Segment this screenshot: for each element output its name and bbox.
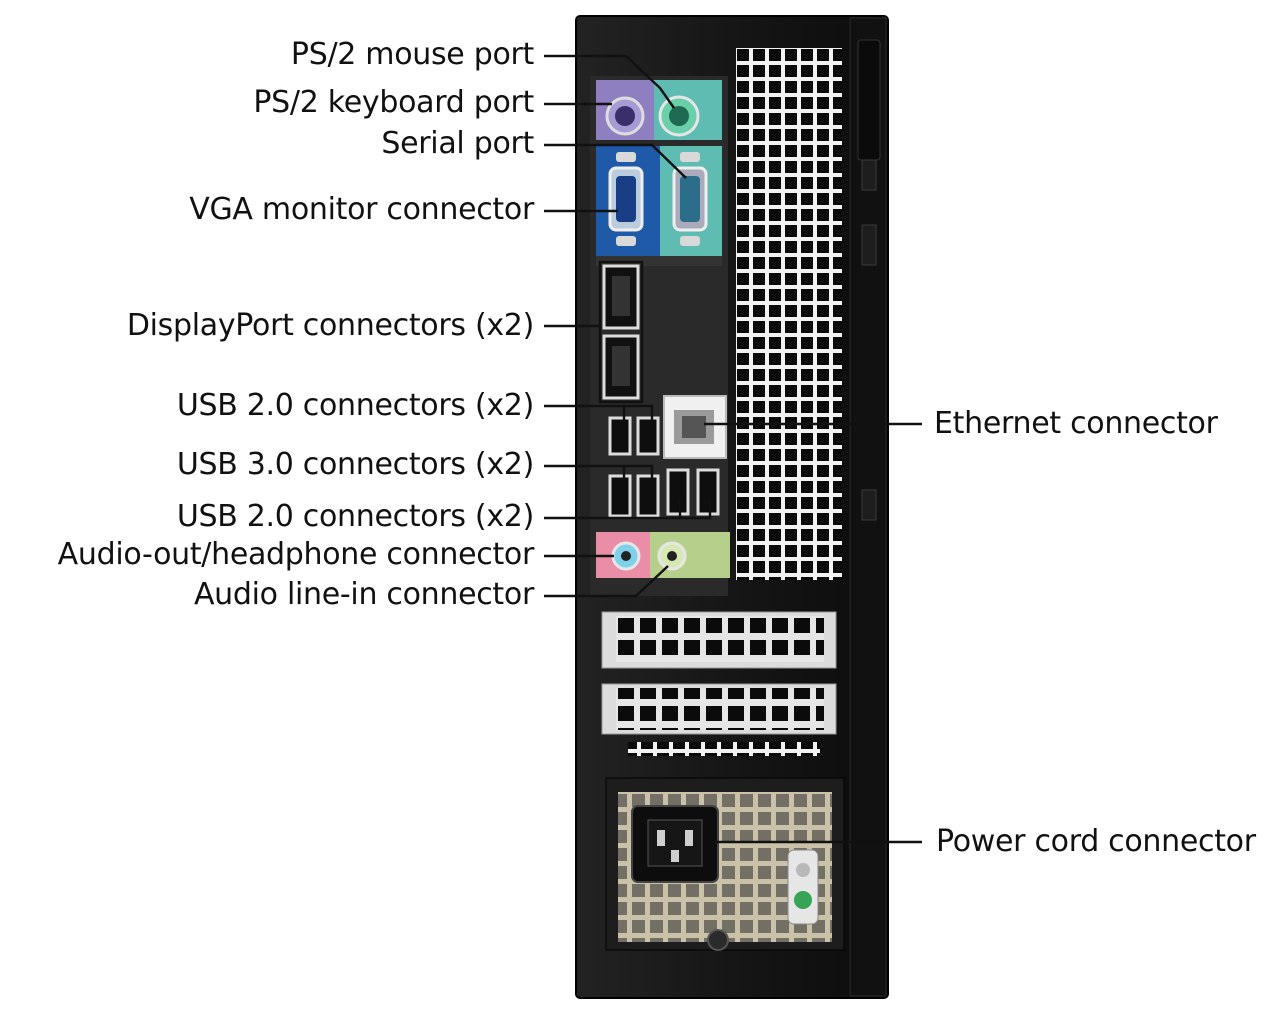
usb20-top-2	[636, 416, 660, 456]
label-ethernet: Ethernet connector	[934, 406, 1218, 441]
label-usb20-bottom: USB 2.0 connectors (x2)	[176, 499, 534, 534]
usb30-1	[608, 474, 632, 518]
vent-grid	[736, 48, 842, 580]
label-power: Power cord connector	[936, 824, 1256, 859]
label-vga: VGA monitor connector	[189, 192, 534, 227]
usb20-bottom-1	[666, 468, 690, 516]
label-displayport: DisplayPort connectors (x2)	[126, 308, 534, 343]
label-audio-in: Audio line-in connector	[193, 577, 534, 612]
usb20-bottom-2	[696, 468, 720, 516]
label-audio-out: Audio-out/headphone connector	[57, 537, 535, 572]
label-ps2-keyboard: PS/2 keyboard port	[253, 85, 534, 120]
label-ps2-mouse: PS/2 mouse port	[290, 37, 534, 72]
usb30-2	[636, 474, 660, 518]
usb20-top-1	[608, 416, 632, 456]
leader-lines	[544, 54, 922, 844]
label-usb20-top: USB 2.0 connectors (x2)	[176, 388, 534, 423]
label-serial: Serial port	[381, 126, 534, 161]
label-usb30: USB 3.0 connectors (x2)	[176, 447, 534, 482]
